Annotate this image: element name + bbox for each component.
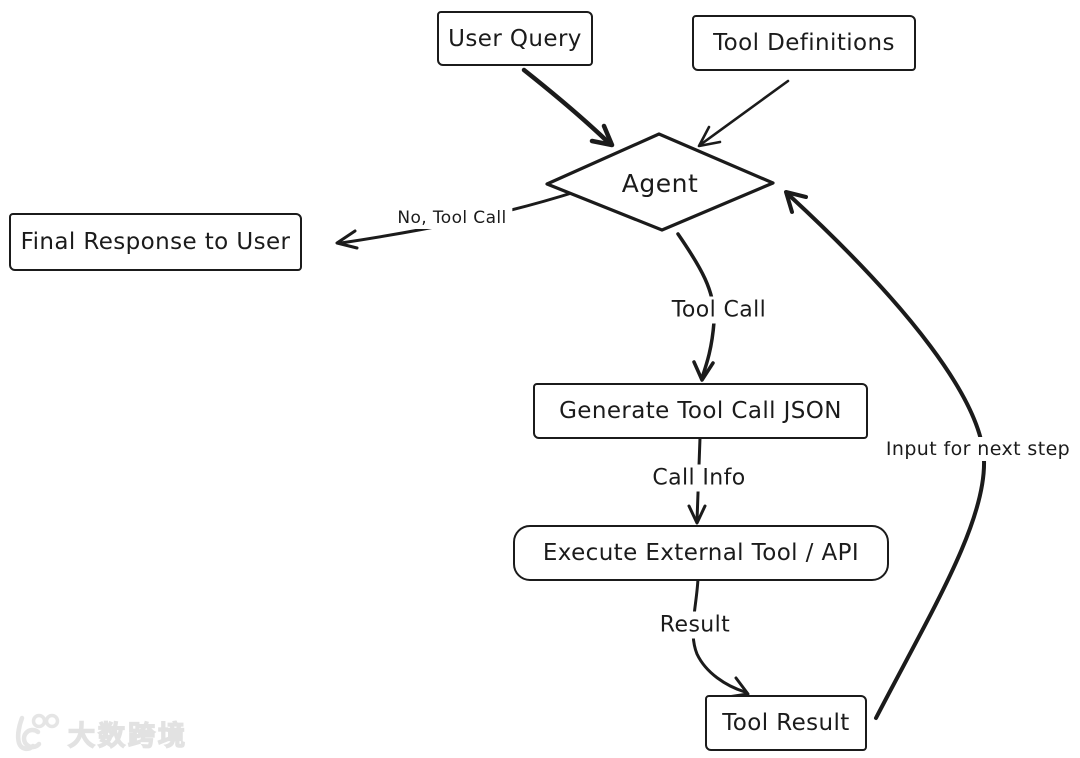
node-tool-result-label: Tool Result	[722, 710, 850, 736]
node-agent-label: Agent	[621, 168, 699, 198]
edge-label-result: Result	[653, 611, 737, 639]
node-tool-definitions: Tool Definitions	[692, 15, 916, 71]
node-user-query-label: User Query	[448, 25, 582, 52]
node-final-response: Final Response to User	[9, 213, 302, 271]
node-execute-external-tool-label: Execute External Tool / API	[542, 540, 860, 566]
edge-label-call-info: Call Info	[646, 464, 752, 492]
watermark-text: 大数跨境	[67, 720, 188, 752]
watermark-logo-icon	[15, 713, 60, 752]
node-tool-definitions-label: Tool Definitions	[713, 30, 895, 56]
edge-label-tool-call: Tool Call	[665, 296, 773, 324]
node-execute-external-tool: Execute External Tool / API	[513, 525, 889, 581]
watermark: 大数跨境	[8, 710, 188, 756]
agent-diamond	[545, 132, 775, 232]
arrow-user-query-to-agent	[521, 67, 615, 148]
node-generate-tool-call-json-label: Generate Tool Call JSON	[559, 398, 842, 424]
edge-label-no-tool-call: No, Tool Call	[391, 207, 513, 229]
node-user-query: User Query	[437, 11, 593, 66]
node-generate-tool-call-json: Generate Tool Call JSON	[533, 383, 868, 439]
arrow-tool-definitions-to-agent	[697, 79, 790, 148]
node-final-response-label: Final Response to User	[20, 229, 291, 255]
node-agent: Agent	[547, 136, 773, 230]
edge-label-input-for-next-step: Input for next step	[879, 437, 1077, 461]
node-tool-result: Tool Result	[705, 695, 867, 751]
